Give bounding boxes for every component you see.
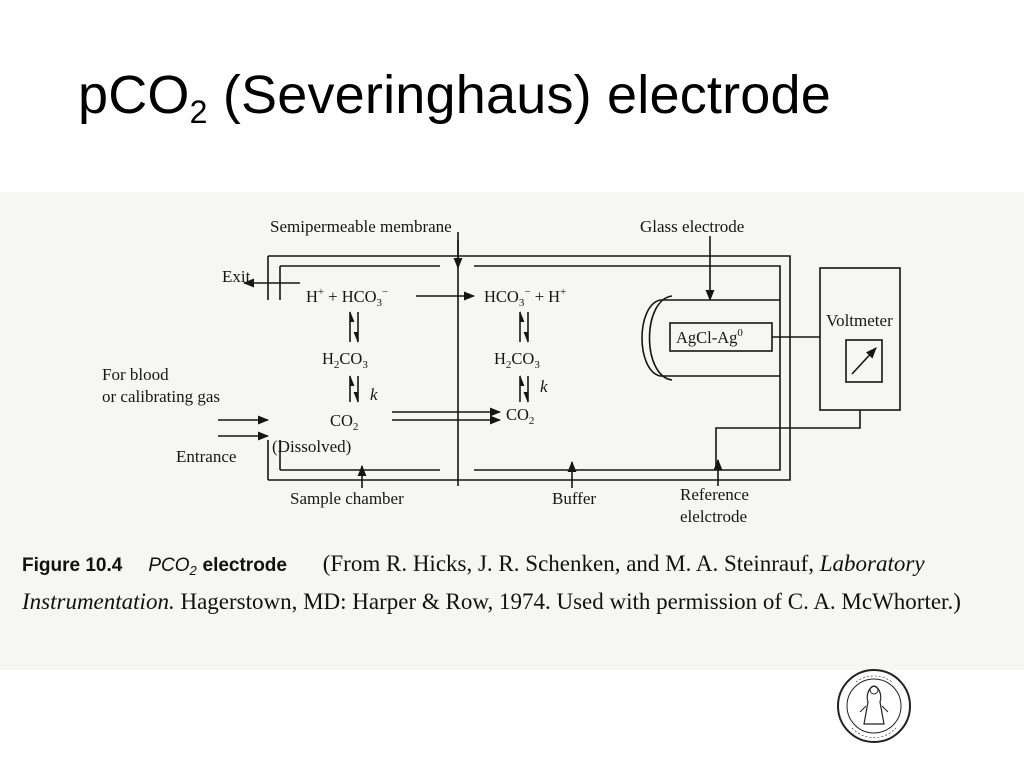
chem-hco-sub: 3 — [377, 297, 383, 309]
scanned-figure-background — [0, 192, 1024, 670]
label-voltmeter: Voltmeter — [826, 311, 893, 330]
label-entrance: Entrance — [176, 447, 236, 466]
chem-co-sub: 2 — [529, 415, 535, 427]
glass-electrode-body — [641, 299, 780, 377]
agcl-sup: 0 — [737, 327, 743, 339]
chem-plus: + — [324, 287, 342, 306]
label-agcl: AgCl-Ag0 — [676, 327, 743, 347]
agcl-text: AgCl-Ag — [676, 328, 737, 347]
caption-electrode: electrode — [202, 555, 287, 576]
voltmeter-dial — [845, 339, 883, 383]
glass-electrode-tip — [648, 295, 673, 381]
label-sample-chamber: Sample chamber — [290, 489, 404, 508]
caption-co-sub: 2 — [189, 563, 197, 578]
chem-left-h2co3: H2CO3 — [322, 349, 368, 371]
chem-plus: + — [531, 287, 549, 306]
chem-h2-sub: 2 — [334, 359, 340, 371]
label-semipermeable-membrane: Semipermeable membrane — [270, 217, 452, 236]
chem-co-sub: 2 — [353, 421, 359, 433]
chem-left-co2: CO2 — [330, 411, 358, 433]
label-elelctrode: elelctrode — [680, 507, 747, 526]
slide-title: pCO2 (Severinghaus) electrode — [78, 64, 831, 128]
caption-figure-label: Figure 10.4 — [22, 555, 123, 576]
label-rate-k-right: k — [540, 377, 548, 396]
exit-channel — [267, 256, 281, 300]
label-rate-k-left: k — [370, 385, 378, 404]
label-reference: Reference — [680, 485, 749, 504]
chem-co: CO — [506, 405, 529, 424]
chem-h2: H — [494, 349, 506, 368]
chem-h2-sub: 2 — [506, 359, 512, 371]
chem-h-charge: + — [318, 286, 324, 298]
chem-right-co2: CO2 — [506, 405, 534, 427]
voltmeter-box — [819, 267, 901, 411]
label-exit: Exit — [222, 267, 251, 286]
chem-h2: H — [322, 349, 334, 368]
chem-hco: HCO — [342, 287, 377, 306]
caption-co: CO — [161, 555, 190, 576]
caption-permission: Used with permission of C. A. McWhorter.… — [556, 589, 961, 614]
voltmeter-needle — [851, 347, 877, 375]
chem-h: H — [306, 287, 318, 306]
chem-co3: CO — [511, 349, 534, 368]
title-subscript: 2 — [189, 94, 208, 130]
label-calibrating-gas: or calibrating gas — [102, 387, 220, 406]
chem-co: CO — [330, 411, 353, 430]
caption-book-title: Laboratory Instrumentation. — [22, 551, 925, 614]
title-main: pCO — [78, 65, 190, 125]
caption-source: (From R. Hicks, J. R. Schenken, and M. A… — [322, 551, 814, 576]
caption-p: P — [148, 555, 162, 576]
voltmeter-wire-bottom — [715, 410, 861, 470]
chem-hco-charge: − — [524, 286, 530, 298]
chem-right-hco3-h: HCO3− + H+ — [484, 286, 566, 309]
label-glass-electrode: Glass electrode — [640, 217, 744, 236]
chem-left-h-hco3: H+ + HCO3− — [306, 286, 388, 309]
university-seal-logo — [837, 669, 911, 743]
chem-right-h2co3: H2CO3 — [494, 349, 540, 371]
chem-h-charge: + — [560, 286, 566, 298]
buffer-region — [474, 265, 781, 471]
chem-co3-sub: 3 — [534, 359, 540, 371]
figure-caption: Figure 10.4 PCO2 electrode (From R. Hicks… — [22, 548, 1012, 617]
chem-hco-charge: − — [382, 286, 388, 298]
chem-co3-sub: 3 — [362, 359, 368, 371]
chem-co3: CO — [339, 349, 362, 368]
label-dissolved: (Dissolved) — [272, 437, 351, 456]
chem-hco: HCO — [484, 287, 519, 306]
label-for-blood: For blood — [102, 365, 169, 384]
chem-hco-sub: 3 — [519, 297, 525, 309]
entrance-channel — [267, 440, 281, 480]
title-rest: (Severinghaus) electrode — [207, 65, 831, 125]
chem-h: H — [548, 287, 560, 306]
housing-outline — [268, 255, 791, 481]
label-buffer: Buffer — [552, 489, 596, 508]
caption-publisher: Hagerstown, MD: Harper & Row, 1974. — [180, 589, 551, 614]
